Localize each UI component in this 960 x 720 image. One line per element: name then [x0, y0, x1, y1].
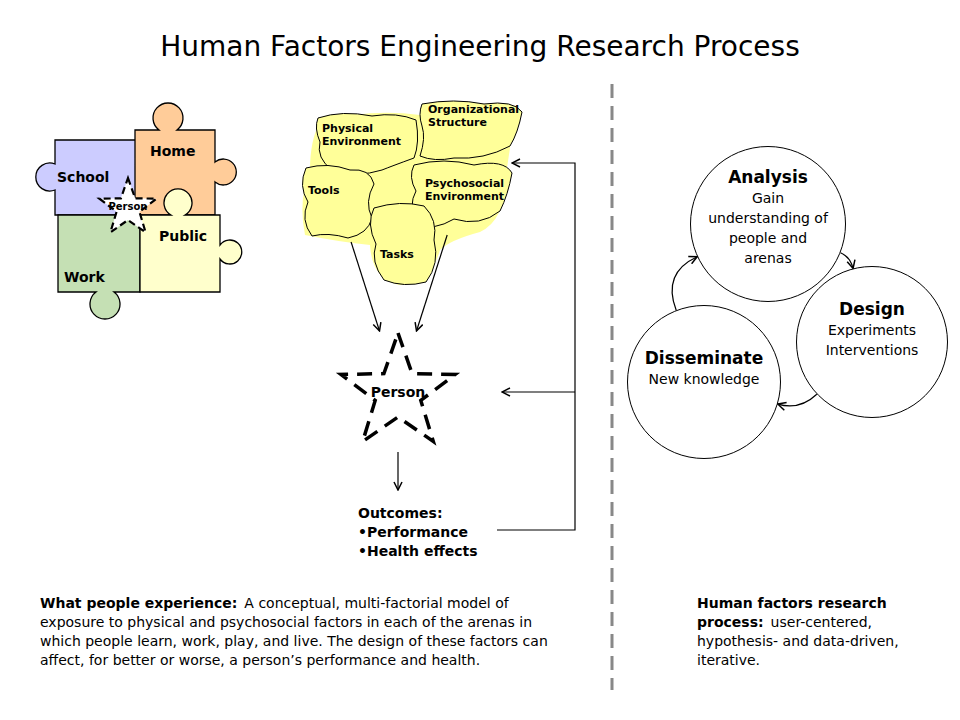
- process-circle: DisseminateNew knowledge: [627, 305, 781, 459]
- caption-block: Human factors research process:user-cent…: [697, 594, 922, 670]
- flow-arrow: [778, 394, 817, 406]
- caption-block: What people experience:A conceptual, mul…: [40, 594, 565, 670]
- outcome-text: •Health effects: [358, 542, 478, 561]
- piece-outline: [370, 203, 435, 284]
- piece-outline: [298, 160, 378, 242]
- feedback-arrow: [502, 391, 575, 392]
- process-circle: DesignExperiments Interventions: [796, 266, 948, 418]
- piece-outline: [58, 215, 140, 319]
- arena-puzzle-piece: Work: [53, 210, 145, 325]
- node-label: Tools: [308, 184, 339, 197]
- divider-line: [611, 84, 614, 690]
- node-label: Analysis: [706, 167, 830, 188]
- factor-piece: Organizational Structure: [414, 98, 526, 166]
- node-label: Tasks: [380, 248, 414, 261]
- person-star: Person: [336, 331, 460, 447]
- feedback-arrow: [497, 163, 575, 530]
- piece-outline: [53, 210, 145, 325]
- node-label: Disseminate: [634, 348, 774, 369]
- node-body-text: New knowledge: [634, 369, 774, 389]
- piece-outline: [140, 189, 242, 292]
- outcome-text: Outcomes:: [358, 504, 443, 523]
- factor-piece: Tasks: [364, 200, 442, 288]
- node-label: Work: [64, 269, 105, 285]
- diagram-title: Human Factors Engineering Research Proce…: [0, 30, 960, 64]
- person-star: Person: [98, 177, 158, 235]
- outcome-text: •Performance: [358, 523, 468, 542]
- factor-piece: Tools: [298, 160, 378, 242]
- node-label: Physical Environment: [322, 122, 412, 148]
- piece-outline: [302, 165, 374, 238]
- node-label: Person: [98, 201, 158, 213]
- node-label: Public: [159, 228, 207, 244]
- process-circle: AnalysisGain understanding of people and…: [690, 146, 846, 302]
- node-label: Person: [336, 384, 460, 400]
- node-label: Psychosocial Environment: [425, 177, 525, 203]
- flow-arrow: [841, 253, 854, 269]
- piece-outline: [364, 200, 442, 288]
- caption-heading: What people experience:: [40, 595, 237, 611]
- piece-outline: [316, 113, 417, 174]
- node-label: Organizational Structure: [428, 103, 538, 129]
- flow-arrow: [672, 257, 697, 311]
- outcome-arrow: [397, 452, 398, 490]
- node-body-text: Experiments Interventions: [810, 320, 934, 360]
- node-label: School: [57, 169, 109, 185]
- node-label: Design: [810, 299, 934, 320]
- node-body-text: Gain understanding of people and arenas: [706, 188, 830, 268]
- node-label: Home: [150, 143, 195, 159]
